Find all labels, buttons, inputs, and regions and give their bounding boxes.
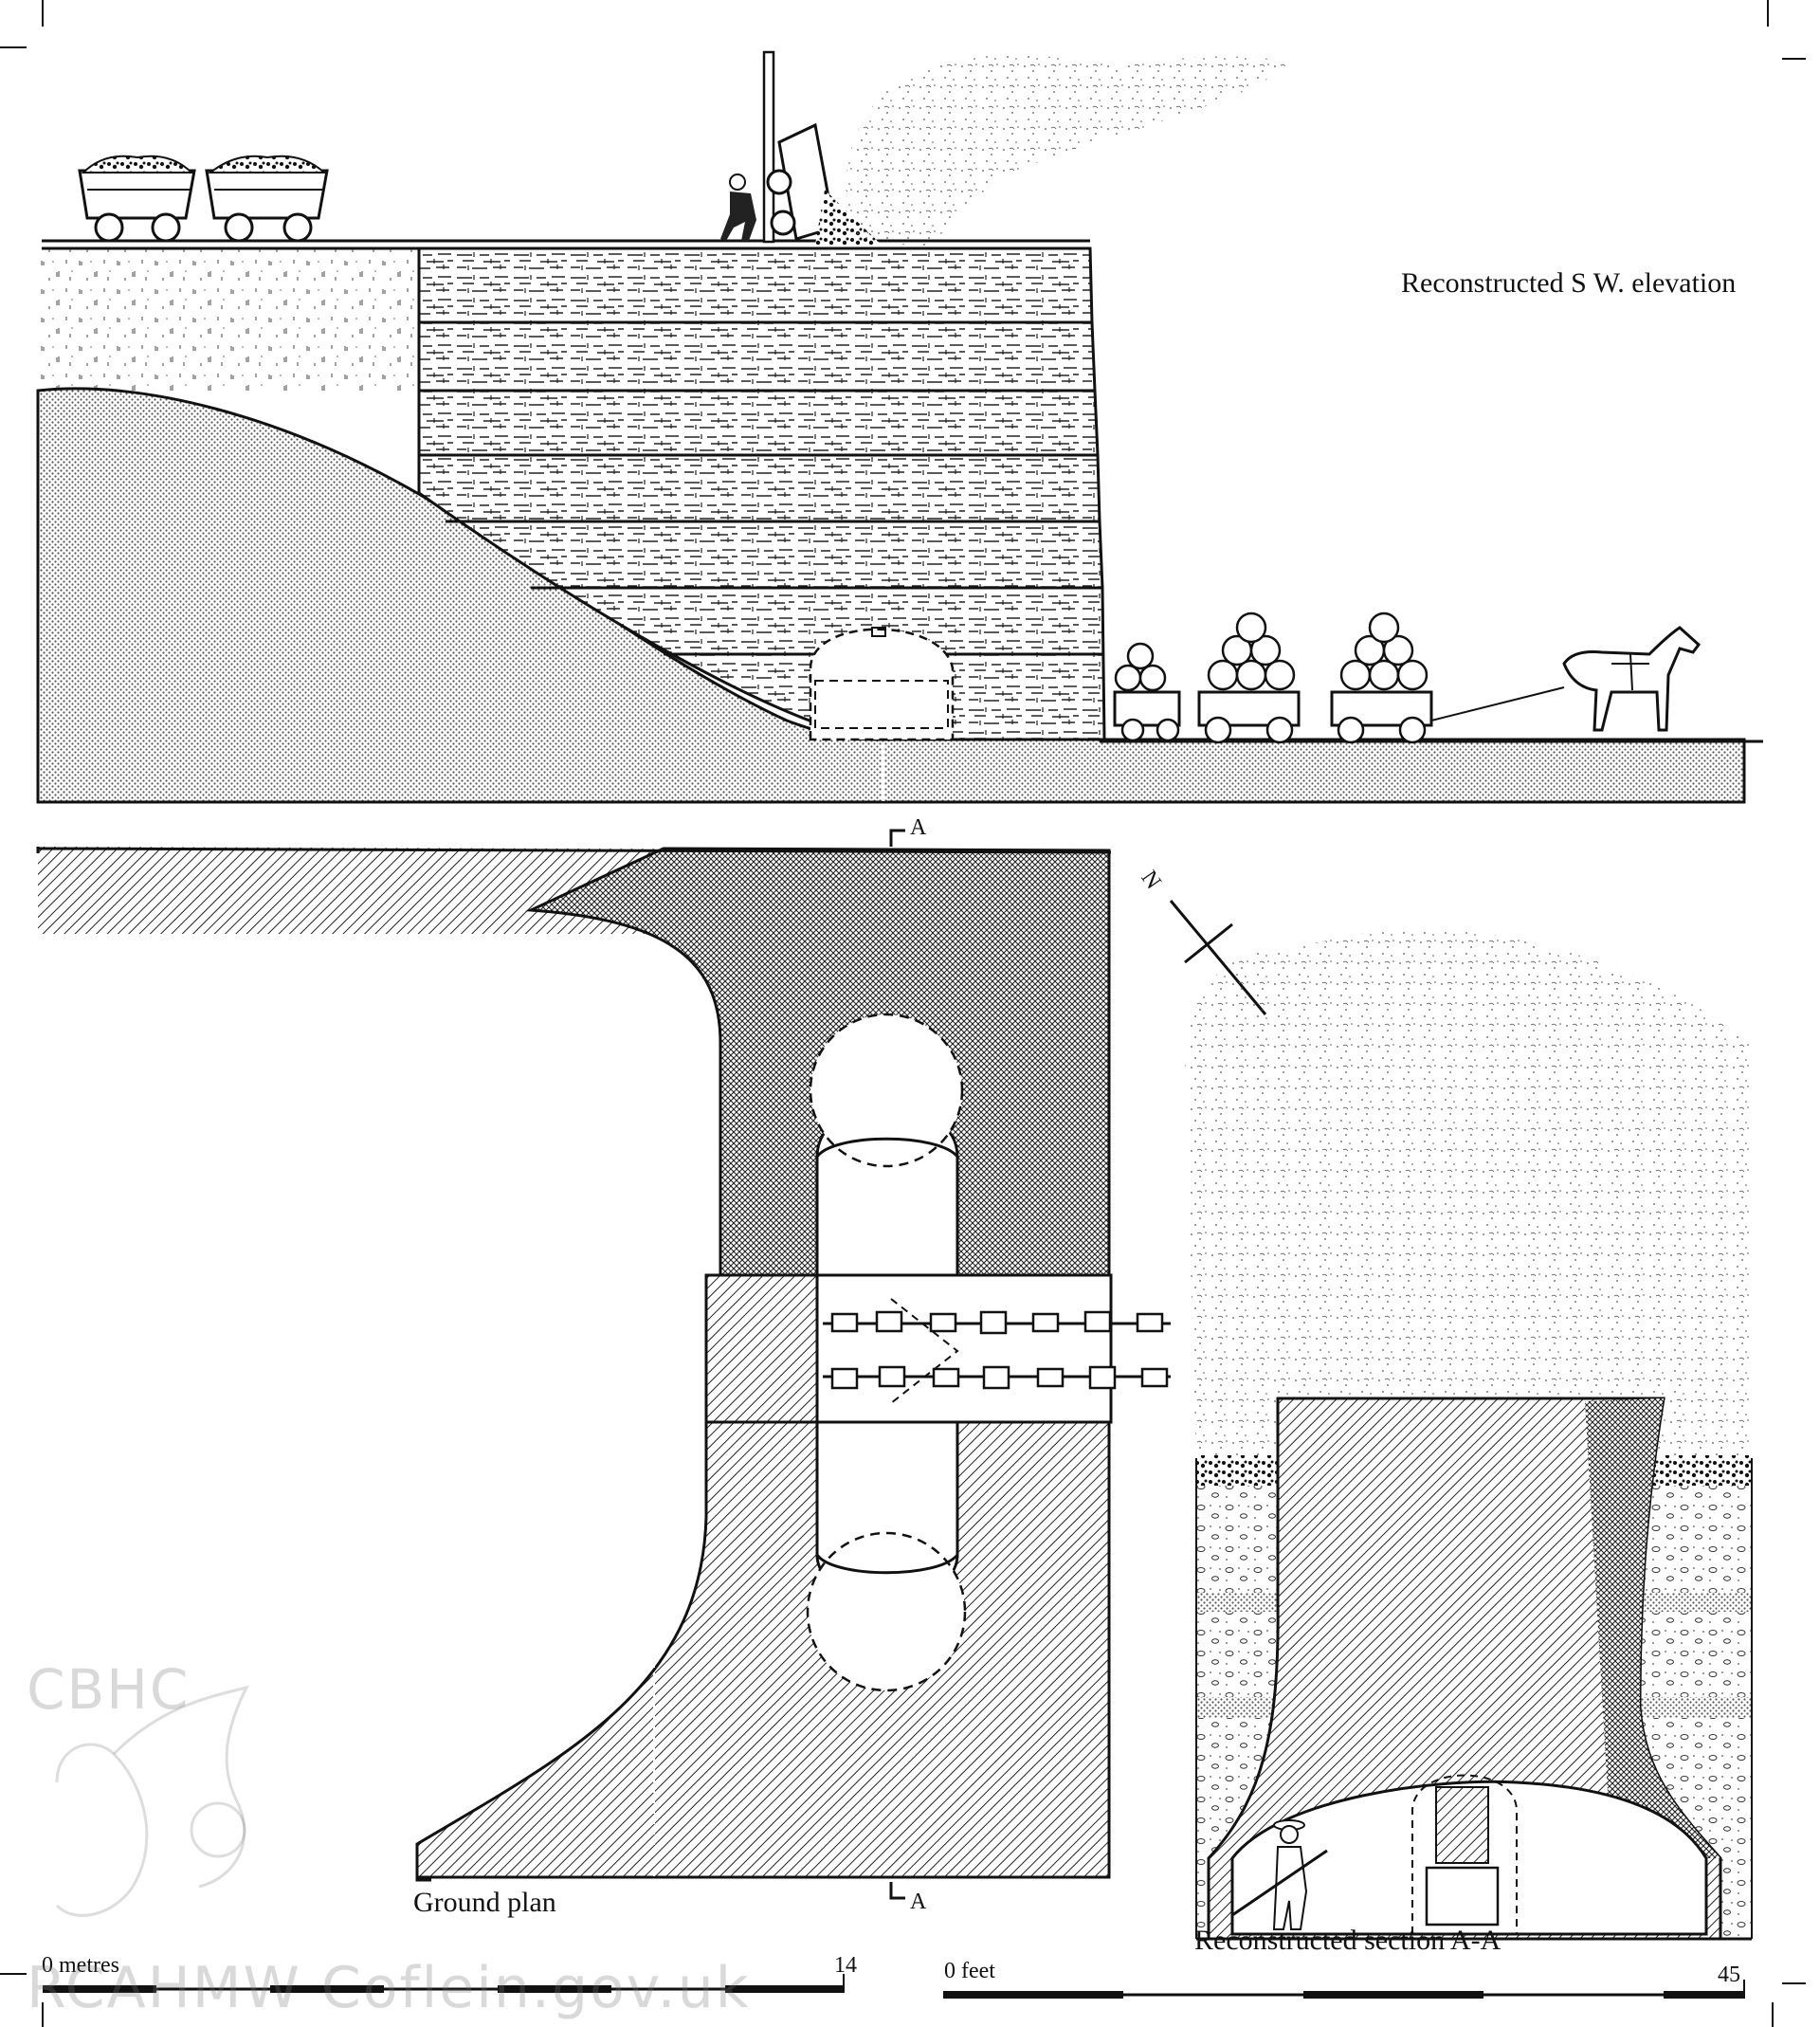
masonry-courses — [419, 320, 1104, 656]
coal-wagon — [78, 155, 196, 243]
watermark-org: CBHC — [27, 1657, 191, 1722]
draw-cart — [1425, 1866, 1500, 1927]
imperial-scale-end: 45 — [1718, 1963, 1740, 1987]
kiln-pot-north — [809, 1013, 964, 1168]
elevation-title: Reconstructed S W. elevation — [1401, 267, 1737, 299]
kiln-section-lining — [1585, 1398, 1720, 1858]
plan-sleepers — [830, 1310, 1169, 1390]
metric-scale-bar — [43, 1974, 845, 1993]
draw-hole — [814, 680, 949, 729]
section-title: Reconstructed section A-A — [1194, 1925, 1502, 1956]
tipping-pole — [762, 50, 775, 244]
draw-door — [1435, 1786, 1489, 1864]
kiln-smoke — [846, 55, 1289, 248]
worker-figure — [720, 173, 756, 241]
metric-scale-end: 14 — [834, 1953, 857, 1978]
imperial-scale-bar — [943, 1980, 1745, 1999]
lime-wagon — [1330, 612, 1433, 744]
arch-vent — [871, 627, 886, 637]
watermark-site: RCAHMW Coflein.gov.uk — [27, 1955, 751, 2021]
lime-wagon — [1197, 612, 1301, 744]
section-mark-bottom — [889, 1882, 905, 1900]
topsoil-area — [38, 248, 419, 391]
horse-figure — [1562, 626, 1702, 732]
section-smoke — [1185, 927, 1749, 1460]
kiln-pot-south — [806, 1531, 967, 1692]
metric-scale-start: 0 metres — [42, 1953, 119, 1978]
section-mark-top-label: A — [910, 815, 927, 840]
harness-chain — [1430, 686, 1565, 721]
tipping-wagon — [766, 122, 836, 241]
draw-arch — [809, 628, 955, 741]
kiln-masonry — [417, 247, 1106, 741]
sw-elevation — [36, 50, 1763, 804]
lime-wagon — [1113, 642, 1181, 742]
lime-burner-figure — [1231, 1819, 1328, 1930]
dragon-watermark-icon — [55, 1685, 249, 1917]
section-mark-top — [889, 829, 905, 847]
ground-plan-title: Ground plan — [413, 1887, 556, 1918]
coal-wagon — [205, 155, 329, 243]
section-mark-bottom-label: A — [910, 1890, 927, 1914]
section-a-a — [1185, 927, 1753, 1941]
imperial-scale-start: 0 feet — [944, 1959, 995, 1983]
ground-plan — [36, 829, 1171, 1900]
